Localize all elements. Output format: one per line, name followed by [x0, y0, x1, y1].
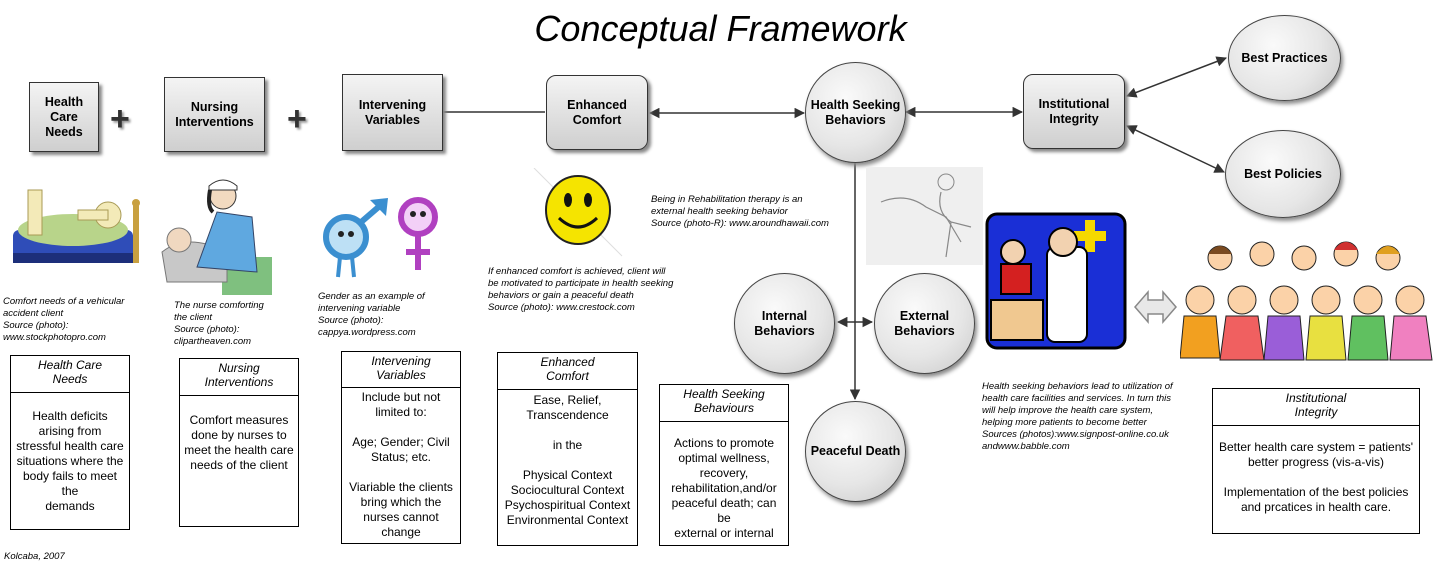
smiley-face-icon	[533, 168, 623, 257]
doctor-checkup-icon	[985, 212, 1127, 350]
node-health-seeking-behaviors: Health Seeking Behaviors	[805, 62, 906, 163]
node-best-policies: Best Policies	[1225, 130, 1341, 218]
plus-sign: +	[287, 100, 307, 138]
arrow-integrity-policies	[1126, 125, 1225, 173]
caption-utilization: Health seeking behaviors lead to utiliza…	[982, 381, 1173, 452]
injured-patient-illustration	[13, 189, 140, 263]
node-enhanced-comfort: Enhanced Comfort	[546, 75, 648, 150]
rehab-sketch-illustration	[866, 167, 983, 265]
arrow-integrity-practices	[1126, 56, 1227, 98]
node-health-care-needs: Health Care Needs	[29, 82, 99, 152]
node-internal-behaviors: Internal Behaviors	[734, 273, 835, 374]
gender-symbols-illustration	[323, 197, 438, 278]
node-peaceful-death: Peaceful Death	[805, 401, 906, 502]
node-institutional-integrity: Institutional Integrity	[1023, 74, 1125, 149]
footer-citation: Kolcaba, 2007	[4, 551, 65, 562]
page-title: Conceptual Framework	[534, 8, 907, 49]
node-best-practices: Best Practices	[1228, 15, 1341, 101]
caption-comfort: If enhanced comfort is achieved, client …	[488, 266, 674, 313]
box-body: Better health care system = patients'bet…	[1218, 440, 1414, 514]
node-external-behaviors: External Behaviors	[874, 273, 975, 374]
node-nursing-interventions: Nursing Interventions	[164, 77, 265, 152]
plus-sign: +	[110, 100, 130, 138]
children-group-illustration	[1180, 241, 1433, 361]
double-arrow-icon	[1134, 289, 1177, 325]
node-intervening-variables: Intervening Variables	[342, 74, 443, 151]
nurse-illustration	[161, 179, 272, 295]
